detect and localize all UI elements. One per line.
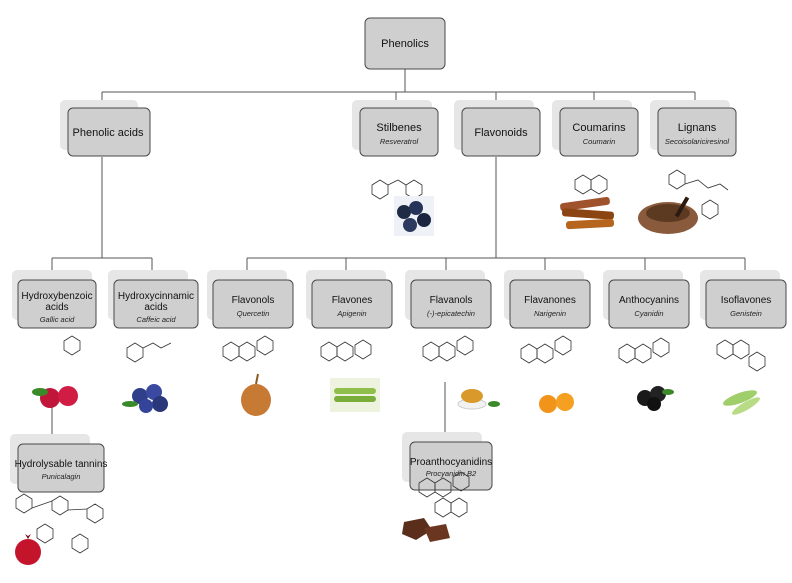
node-proanthocyanidins-example: Procyanidin B2 bbox=[426, 469, 477, 478]
node-flavonoids-label: Flavonoids bbox=[474, 127, 528, 139]
node-flavanones-example: Narigenin bbox=[534, 309, 566, 318]
procyanidin-structure-icon bbox=[418, 471, 470, 518]
oranges-image bbox=[539, 393, 574, 413]
quercetin-structure-icon bbox=[222, 335, 274, 362]
cinnamon-sticks-image bbox=[560, 196, 615, 230]
genistein-structure-icon bbox=[716, 339, 766, 372]
node-flavonols-example: Quercetin bbox=[237, 309, 270, 318]
blueberries-cluster-image bbox=[394, 196, 434, 236]
node-hydrolysable-tannins: Hydrolysable tannins Punicalagin bbox=[10, 434, 108, 493]
coumarin-structure-icon bbox=[574, 174, 608, 195]
celery-image bbox=[330, 378, 380, 412]
naringenin-structure-icon bbox=[520, 335, 572, 364]
cyanidin-structure-icon bbox=[618, 337, 670, 364]
soybean-pods-image bbox=[722, 390, 760, 415]
blueberries-image bbox=[122, 384, 168, 413]
node-phenolic-acids-label: Phenolic acids bbox=[73, 127, 144, 139]
secoisolariciresinol-structure-icon bbox=[668, 169, 729, 220]
node-flavanols: Flavanols (-)-epicatechin bbox=[405, 270, 492, 329]
node-phenolic-acids: Phenolic acids bbox=[60, 100, 151, 157]
node-flavanols-example: (-)-epicatechin bbox=[427, 309, 475, 318]
node-hydroxybenzoic-example: Gallic acid bbox=[40, 315, 75, 324]
node-flavonols-label: Flavonols bbox=[232, 295, 275, 306]
node-flavonoids: Flavonoids bbox=[454, 100, 541, 157]
node-flavones-label: Flavones bbox=[332, 295, 373, 306]
node-phenolics: Phenolics bbox=[364, 17, 446, 70]
node-proanthocyanidins: Proanthocyanidins Procyanidin B2 bbox=[402, 432, 493, 491]
node-hydrolysable-tannins-example: Punicalagin bbox=[42, 472, 81, 481]
punicalagin-structure-icon bbox=[15, 493, 104, 554]
node-hydroxycinnamic-acids: Hydroxycinnamic acids Caffeic acid bbox=[108, 270, 199, 329]
node-hydroxybenzoic-label-1: Hydroxybenzoic bbox=[21, 291, 92, 302]
node-isoflavones: Isoflavones Genistein bbox=[700, 270, 787, 329]
blackberries-image bbox=[637, 386, 674, 411]
node-stilbenes: Stilbenes Resveratrol bbox=[352, 100, 439, 157]
node-flavanones: Flavanones Narigenin bbox=[504, 270, 591, 329]
node-flavones: Flavones Apigenin bbox=[306, 270, 393, 329]
onion-image bbox=[241, 373, 271, 416]
node-coumarins: Coumarins Coumarin bbox=[552, 100, 639, 157]
node-isoflavones-example: Genistein bbox=[730, 309, 762, 318]
node-hydroxybenzoic-acids: Hydroxybenzoic acids Gallic acid bbox=[12, 270, 97, 329]
node-coumarins-label: Coumarins bbox=[572, 122, 626, 134]
node-phenolics-label: Phenolics bbox=[381, 38, 429, 50]
node-flavonols: Flavonols Quercetin bbox=[207, 270, 294, 329]
node-hydroxycinnamic-label-2: acids bbox=[144, 302, 167, 313]
node-isoflavones-label: Isoflavones bbox=[721, 295, 772, 306]
tea-cup-image bbox=[457, 389, 500, 410]
node-lignans-example: Secoisolariciresinol bbox=[665, 137, 730, 146]
node-proanthocyanidins-label: Proanthocyanidins bbox=[410, 457, 492, 468]
gallic-acid-structure-icon bbox=[63, 335, 81, 356]
connectors bbox=[51, 69, 746, 440]
node-hydroxybenzoic-label-2: acids bbox=[45, 302, 68, 313]
flaxseed-bowl-image bbox=[638, 196, 698, 234]
node-flavanones-label: Flavanones bbox=[524, 295, 576, 306]
node-lignans-label: Lignans bbox=[678, 122, 717, 134]
epicatechin-structure-icon bbox=[422, 335, 474, 362]
node-anthocyanins: Anthocyanins Cyanidin bbox=[603, 270, 690, 329]
node-anthocyanins-label: Anthocyanins bbox=[619, 295, 679, 306]
node-hydroxycinnamic-label-1: Hydroxycinnamic bbox=[118, 291, 194, 302]
node-anthocyanins-example: Cyanidin bbox=[634, 309, 663, 318]
node-lignans: Lignans Secoisolariciresinol bbox=[650, 100, 737, 157]
node-stilbenes-label: Stilbenes bbox=[376, 122, 422, 134]
pomegranate-image bbox=[15, 534, 41, 565]
apigenin-structure-icon bbox=[320, 339, 372, 362]
node-coumarins-example: Coumarin bbox=[583, 137, 616, 146]
caffeic-acid-structure-icon bbox=[126, 342, 172, 363]
node-stilbenes-example: Resveratrol bbox=[380, 137, 419, 146]
chocolate-image bbox=[402, 518, 450, 542]
node-flavones-example: Apigenin bbox=[336, 309, 366, 318]
node-flavanols-label: Flavanols bbox=[430, 295, 473, 306]
raspberries-image bbox=[32, 386, 78, 408]
node-hydroxycinnamic-example: Caffeic acid bbox=[136, 315, 176, 324]
node-hydrolysable-tannins-label: Hydrolysable tannins bbox=[15, 459, 108, 470]
